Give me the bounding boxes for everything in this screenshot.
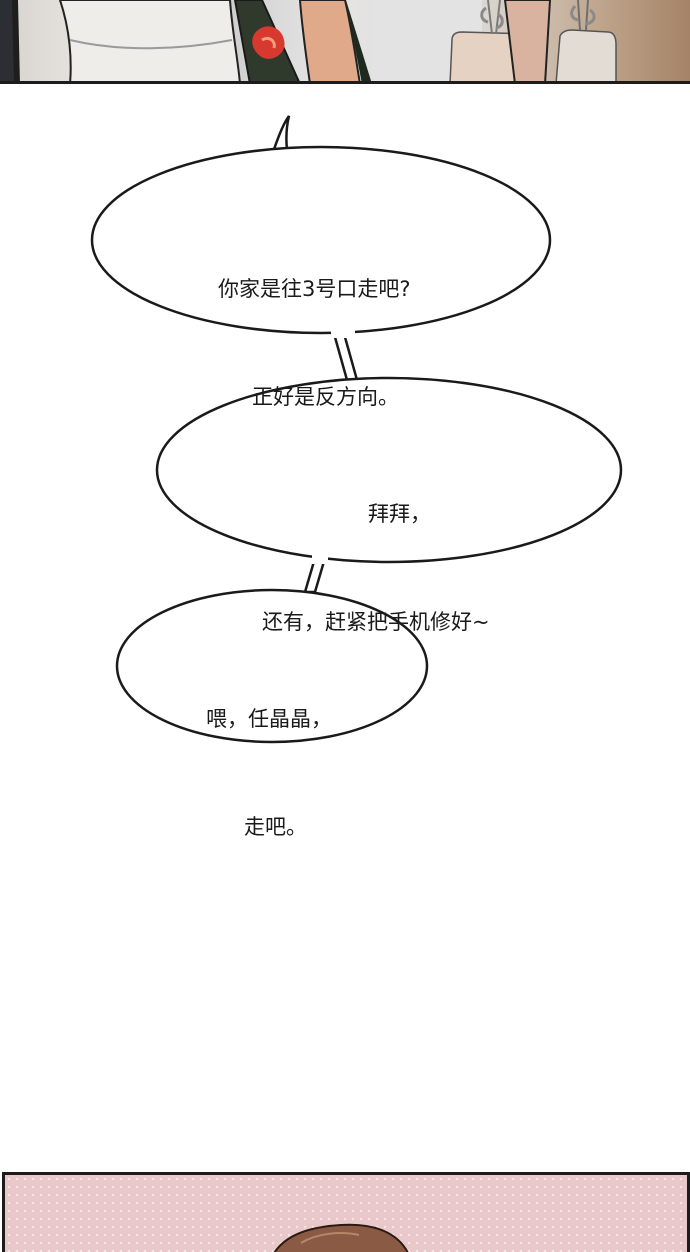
dialogue-line: 正好是反方向。 bbox=[252, 385, 399, 409]
dialogue-line: 喂，任晶晶， bbox=[206, 707, 332, 731]
dialogue-line: 你家是往3号口走吧? bbox=[218, 277, 411, 301]
dialogue-text-1: 你家是往3号口走吧? 正好是反方向。 bbox=[218, 199, 411, 451]
dialogue-line: 还有，赶紧把手机修好~ bbox=[262, 610, 490, 634]
dialogue-line: 走吧。 bbox=[244, 815, 307, 839]
dialogue-text-3: 喂，任晶晶， 走吧。 bbox=[206, 629, 332, 881]
dialogue-text-2: 拜拜， 还有，赶紧把手机修好~ bbox=[262, 424, 490, 676]
panel-bottom-artwork bbox=[273, 1223, 409, 1252]
panel-top-artwork bbox=[12, 0, 617, 81]
comic-panel-bottom bbox=[2, 1172, 690, 1252]
dialogue-line: 拜拜， bbox=[368, 502, 431, 526]
comic-panel-top bbox=[0, 0, 690, 84]
